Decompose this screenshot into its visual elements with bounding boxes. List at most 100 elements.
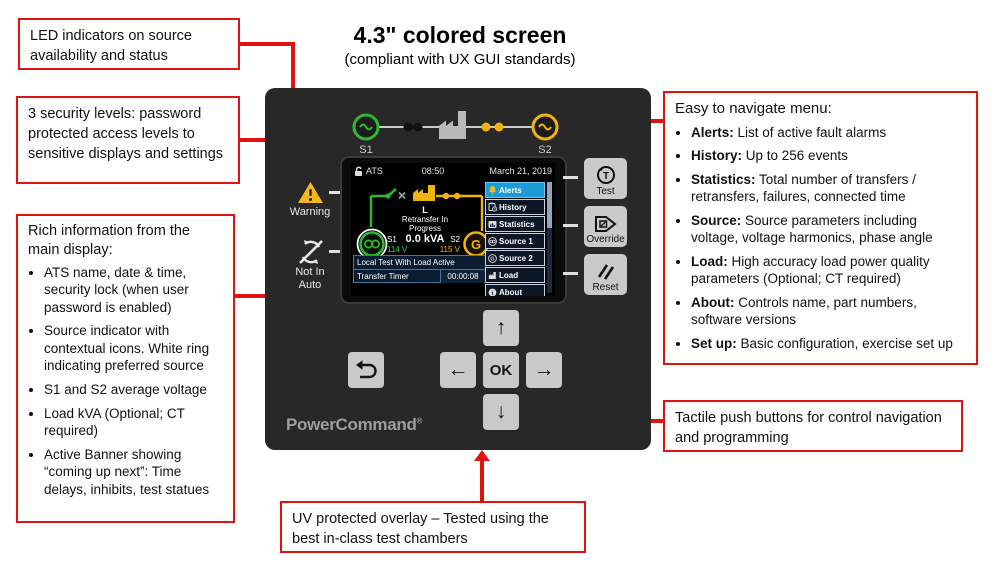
statistics-icon: [488, 220, 497, 228]
callout-tactile-text: Tactile push buttons for control navigat…: [675, 410, 942, 446]
indicator-tick: [329, 191, 344, 194]
callout-rich-info: Rich information from the main display: …: [16, 214, 235, 523]
security-lock-icon: [355, 166, 362, 176]
source2-led-icon: [531, 113, 559, 141]
mimic-s2-voltage: 115 V: [439, 245, 460, 254]
up-button[interactable]: ↑: [483, 310, 519, 346]
back-button[interactable]: [348, 352, 384, 388]
scrollbar-thumb[interactable]: [547, 182, 552, 228]
callout-led-text: LED indicators on source availability an…: [30, 28, 192, 64]
screen-time: 08:50: [421, 166, 445, 176]
source1-led-label: S1: [359, 144, 373, 156]
connector-line: [240, 42, 295, 46]
menu-item-load[interactable]: Load: [485, 267, 545, 283]
not-in-auto-label: Not In: [295, 266, 325, 278]
svg-text:T: T: [602, 171, 608, 182]
back-arrow-icon: [356, 360, 377, 379]
history-icon: [488, 202, 497, 212]
mimic-s1-voltage: 114 V: [387, 245, 408, 254]
callout-uv-text: UV protected overlay – Tested using the …: [292, 511, 549, 547]
menu-item-history[interactable]: History: [485, 199, 545, 215]
callout-menu: Easy to navigate menu: Alerts: List of a…: [663, 91, 978, 365]
ats-name: ATS: [366, 166, 383, 176]
list-item: History: Up to 256 events: [691, 147, 966, 165]
open-contact-x-icon: [398, 191, 406, 200]
banner-message: Local Test With Load Active: [354, 256, 485, 270]
down-button[interactable]: ↓: [483, 394, 519, 430]
menu-item-about[interactable]: i About: [485, 284, 545, 296]
right-arrow-icon: →: [533, 358, 555, 381]
button-tick: [563, 272, 578, 275]
svg-text:i: i: [492, 290, 494, 296]
about-icon: i: [488, 288, 497, 296]
banner-timer-label: Transfer Timer: [357, 272, 409, 281]
list-item: Set up: Basic configuration, exercise se…: [691, 335, 966, 353]
callout-security-text: 3 security levels: password protected ac…: [28, 106, 224, 162]
mimic-status-line1: Retransfer In: [401, 215, 449, 224]
callout-led-indicators: LED indicators on source availability an…: [18, 18, 240, 70]
list-item: Load: High accuracy load power quality p…: [691, 253, 966, 288]
screen-bezel: ATS 08:50 March 21, 2019: [340, 156, 567, 304]
screen-display: ATS 08:50 March 21, 2019: [351, 163, 555, 296]
not-in-auto-label: Auto: [298, 279, 322, 291]
connector-line: [233, 294, 294, 298]
callout-menu-heading: Easy to navigate menu:: [675, 100, 832, 117]
reset-button-label: Reset: [592, 282, 619, 293]
list-item: Load kVA (Optional; CT required): [44, 405, 223, 440]
left-button[interactable]: ←: [440, 352, 476, 388]
mimic-kva-value: 0.0 kVA: [405, 233, 445, 245]
menu-scrollbar[interactable]: [547, 182, 552, 293]
test-button-label: Test: [596, 186, 615, 197]
up-arrow-icon: ↑: [495, 316, 507, 339]
test-icon: T: [596, 166, 615, 184]
test-button[interactable]: T Test: [584, 158, 627, 199]
callout-security-levels: 3 security levels: password protected ac…: [16, 96, 240, 184]
svg-text:G: G: [471, 237, 481, 252]
ok-button[interactable]: OK: [483, 352, 519, 388]
mimic-load-tag: L: [422, 205, 428, 215]
button-tick: [563, 176, 578, 179]
reset-button[interactable]: Reset: [584, 254, 627, 295]
callout-tactile-buttons: Tactile push buttons for control navigat…: [663, 400, 963, 452]
menu-item-alerts[interactable]: Alerts: [485, 182, 545, 198]
right-button[interactable]: →: [526, 352, 562, 388]
brand-logo: PowerCommand®: [286, 415, 423, 434]
menu-item-source2[interactable]: G Source 2: [485, 250, 545, 266]
bell-icon: [489, 186, 496, 195]
override-button[interactable]: Override: [584, 206, 627, 247]
warning-label: Warning: [289, 206, 331, 218]
contact-dots-open-icon: [481, 122, 504, 132]
source1-led-icon: [352, 113, 380, 141]
list-item: S1 and S2 average voltage: [44, 381, 223, 399]
indicator-tick: [329, 250, 344, 253]
override-button-label: Override: [586, 234, 625, 245]
button-tick: [563, 224, 578, 227]
svg-text:G: G: [490, 256, 494, 262]
list-item: ATS name, date & time, security lock (wh…: [44, 264, 223, 317]
connector-line: [480, 460, 484, 502]
list-item: Alerts: List of active fault alarms: [691, 124, 966, 142]
menu-item-source1[interactable]: Source 1: [485, 233, 545, 249]
list-item: Source indicator with contextual icons. …: [44, 322, 223, 375]
callout-uv-overlay: UV protected overlay – Tested using the …: [280, 501, 586, 553]
reset-icon: [597, 264, 614, 280]
banner-timer-value: 00:00:08: [440, 270, 485, 283]
callout-rich-heading: Rich information from the main display:: [28, 223, 190, 258]
connector-arrow: [474, 450, 490, 461]
mimic-diagram: [369, 185, 484, 231]
source1-icon: [488, 236, 497, 246]
screen-date: March 21, 2019: [489, 166, 552, 176]
callout-rich-list: ATS name, date & time, security lock (wh…: [28, 264, 223, 499]
mimic-factory-icon: [413, 185, 435, 201]
ok-button-label: OK: [489, 361, 513, 379]
callout-menu-list: Alerts: List of active fault alarms Hist…: [675, 124, 966, 353]
mimic-s2-label: S2: [450, 235, 460, 244]
menu-item-statistics[interactable]: Statistics: [485, 216, 545, 232]
contact-dots-closed-icon: [403, 122, 423, 132]
left-arrow-icon: ←: [447, 358, 469, 381]
mimic-s1-label: S1: [387, 235, 397, 244]
not-in-auto-icon: [299, 240, 323, 264]
source2-led-label: S2: [538, 144, 552, 156]
active-banner: Local Test With Load Active Transfer Tim…: [353, 255, 486, 283]
